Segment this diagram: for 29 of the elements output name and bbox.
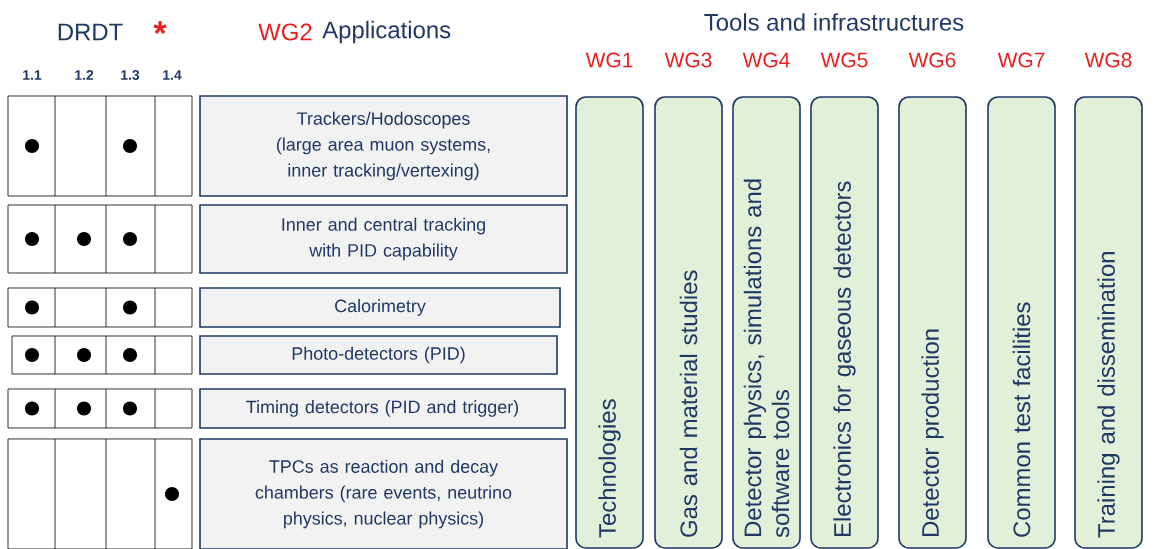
column-label: 1.4 bbox=[163, 70, 182, 80]
column-box: Common test facilities bbox=[987, 96, 1056, 549]
working-group-heading: WG5 bbox=[820, 52, 868, 68]
application-box: Photo-detectors (PID) bbox=[199, 335, 558, 375]
heading: WG2 bbox=[258, 23, 312, 41]
working-group-heading: WG3 bbox=[664, 52, 712, 68]
column-label: 1.1 bbox=[23, 70, 42, 80]
application-box: TPCs as reaction and decay chambers (rare events, neutrino physics, nuclear physics) bbox=[199, 438, 568, 549]
working-group-heading: WG7 bbox=[997, 52, 1045, 68]
column-box: Gas and material studies bbox=[654, 96, 723, 549]
application-box: Inner and central tracking with PID capability bbox=[199, 204, 568, 274]
heading: DRDT bbox=[58, 23, 123, 41]
column-box: Detector physics, simulations and software tools bbox=[732, 96, 801, 549]
column-box: Training and dissemination bbox=[1074, 96, 1143, 549]
column-box: Electronics for gaseous detectors bbox=[810, 96, 879, 549]
column-label: 1.3 bbox=[121, 70, 140, 80]
column-box: Technologies bbox=[575, 96, 644, 549]
column-label: 1.2 bbox=[75, 70, 94, 80]
heading: Tools and infrastructures bbox=[704, 13, 964, 31]
working-group-heading: WG1 bbox=[585, 52, 633, 68]
asterisk: * bbox=[153, 21, 167, 34]
column-box: Detector production bbox=[898, 96, 967, 549]
application-box: Trackers/Hodoscopes (large area muon systems, inner tracking/vertexing) bbox=[199, 95, 568, 197]
working-group-heading: WG4 bbox=[742, 52, 790, 68]
working-group-heading: WG6 bbox=[908, 52, 956, 68]
application-box: Calorimetry bbox=[199, 287, 561, 328]
heading: Applications bbox=[322, 20, 451, 44]
working-group-heading: WG8 bbox=[1084, 52, 1132, 68]
application-box: Timing detectors (PID and trigger) bbox=[199, 388, 566, 429]
